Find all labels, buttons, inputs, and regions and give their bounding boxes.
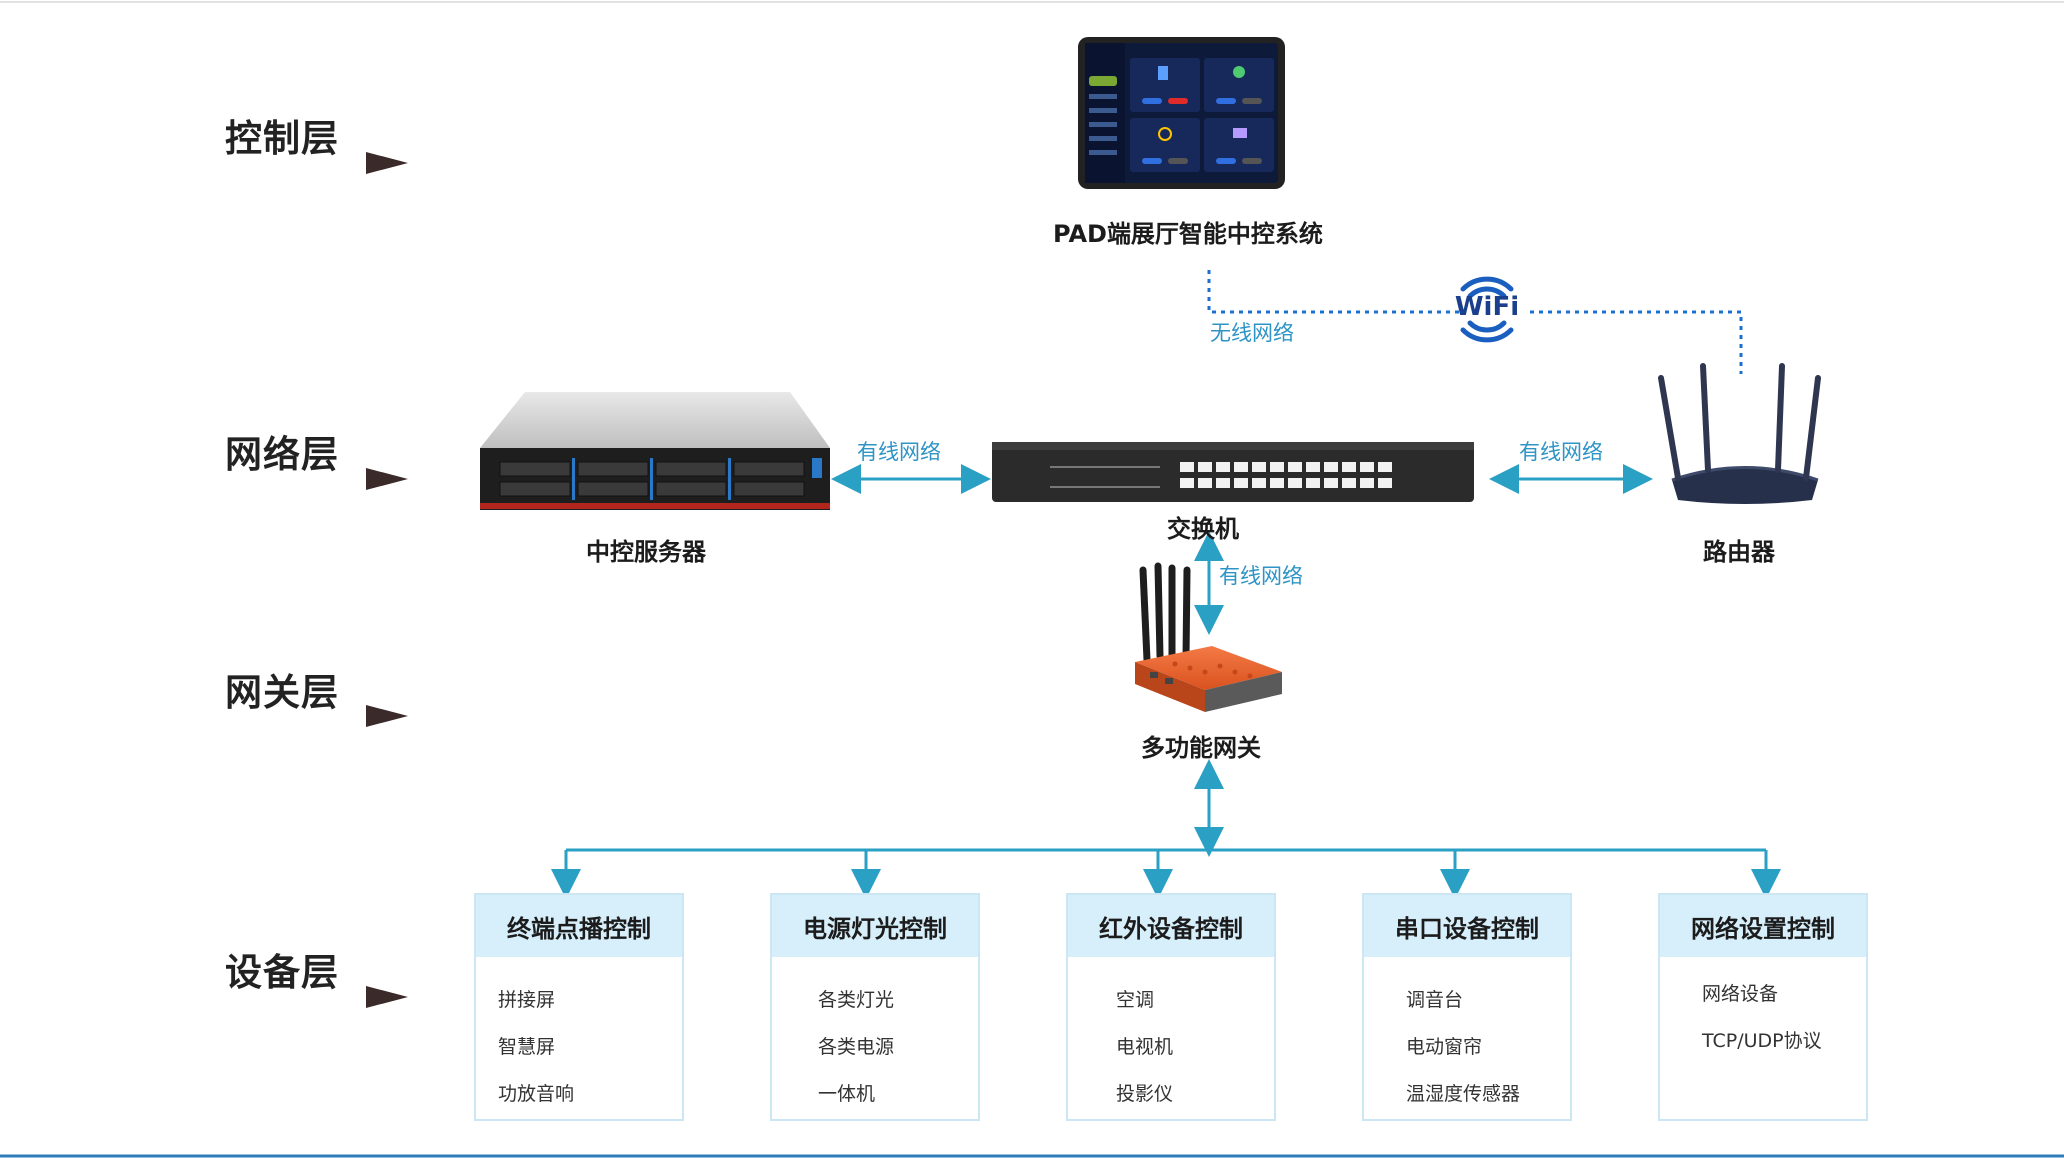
device-item: 温湿度传感器 [1406, 1083, 1521, 1105]
device-card-title: 电源灯光控制 [772, 895, 978, 957]
wired-link-label-server: 有线网络 [857, 440, 941, 464]
layer-label-device: 设备层 [225, 951, 339, 994]
wired-link-label-router: 有线网络 [1519, 440, 1603, 464]
router-device [1658, 363, 1821, 504]
server-label: 中控服务器 [586, 538, 706, 566]
device-item: 拼接屏 [498, 989, 556, 1011]
layer-label-control: 控制层 [225, 117, 339, 160]
device-card-title: 串口设备控制 [1364, 895, 1570, 957]
pad-label: PAD端展厅智能中控系统 [1053, 220, 1323, 248]
switch-label: 交换机 [1167, 515, 1239, 543]
device-item: 调音台 [1406, 989, 1464, 1011]
wireless-link [1207, 270, 1743, 374]
gateway-label: 多功能网关 [1141, 734, 1261, 762]
device-card-network: 网络设置控制 网络设备 TCP/UDP协议 [1658, 893, 1868, 1121]
device-item: 智慧屏 [498, 1036, 556, 1058]
device-item: 投影仪 [1116, 1083, 1174, 1105]
wireless-link-label: 无线网络 [1210, 321, 1294, 345]
wifi-icon [1460, 276, 1514, 343]
device-card-serial: 串口设备控制 调音台 电动窗帘 温湿度传感器 [1362, 893, 1572, 1121]
wired-link-label-gateway: 有线网络 [1219, 564, 1303, 588]
device-item: 电视机 [1116, 1036, 1174, 1058]
device-card-title: 终端点播控制 [476, 895, 682, 957]
device-card-title: 网络设置控制 [1660, 895, 1866, 957]
device-card-terminal: 终端点播控制 拼接屏 智慧屏 功放音响 [474, 893, 684, 1121]
device-item: 功放音响 [498, 1083, 575, 1105]
wired-links [551, 464, 1781, 899]
layer-label-gateway: 网关层 [225, 671, 339, 714]
server-device [480, 392, 830, 510]
device-item: 网络设备 [1702, 983, 1779, 1005]
device-item: 电动窗帘 [1406, 1036, 1483, 1058]
pad-device [1078, 37, 1285, 189]
device-card-title: 红外设备控制 [1068, 895, 1274, 957]
device-item: 一体机 [818, 1083, 876, 1105]
router-label: 路由器 [1703, 538, 1775, 566]
gateway-device [1135, 562, 1282, 712]
device-item: TCP/UDP协议 [1702, 1030, 1822, 1052]
switch-device [992, 442, 1474, 502]
wifi-label: WiFi [1454, 292, 1520, 322]
device-item: 空调 [1116, 989, 1155, 1011]
device-item: 各类灯光 [818, 989, 895, 1011]
device-item: 各类电源 [818, 1036, 895, 1058]
device-card-power-lighting: 电源灯光控制 各类灯光 各类电源 一体机 [770, 893, 980, 1121]
layer-label-network: 网络层 [225, 433, 339, 476]
device-card-infrared: 红外设备控制 空调 电视机 投影仪 [1066, 893, 1276, 1121]
layer-arrows [30, 152, 408, 1008]
